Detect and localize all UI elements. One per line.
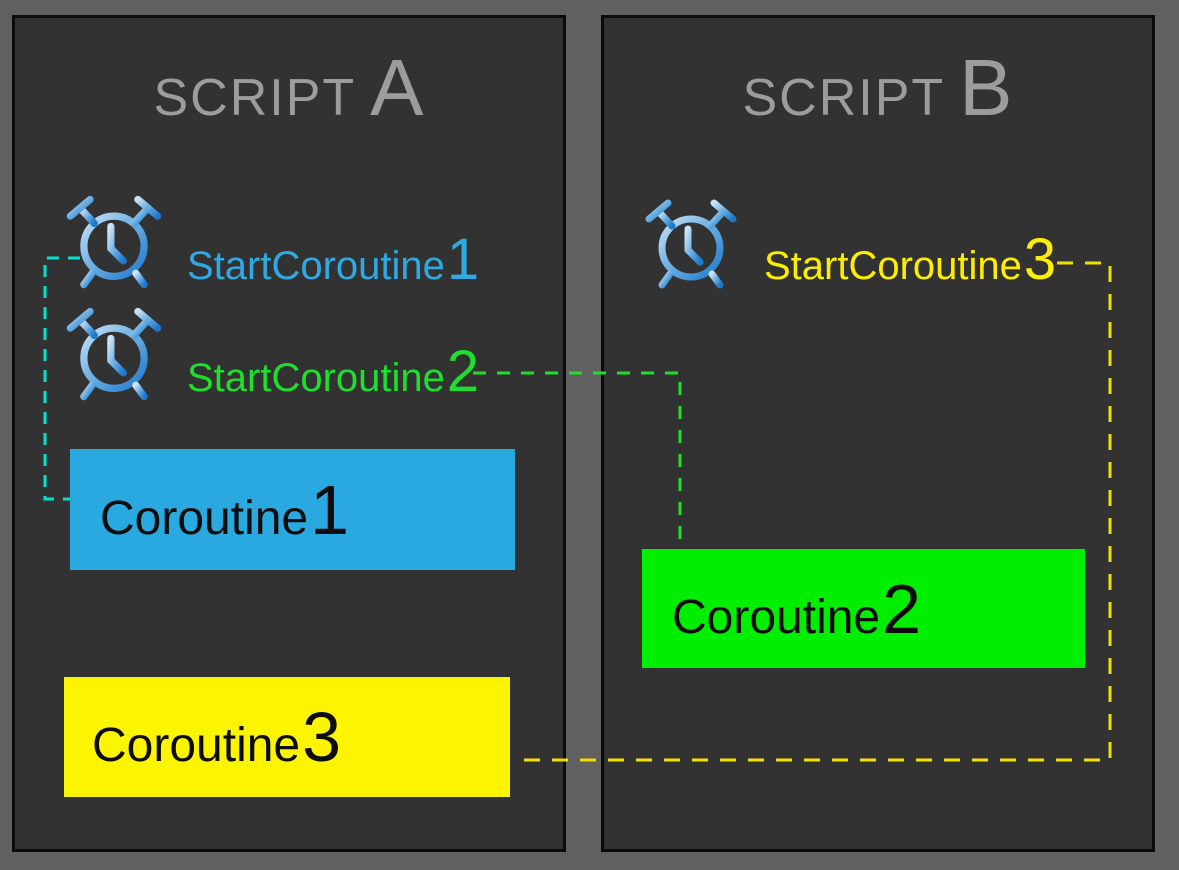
coroutine-2-box-number: 2	[882, 569, 922, 648]
start-coroutine-1-number: 1	[446, 227, 480, 292]
start-coroutine-3-text: StartCoroutine	[764, 244, 1022, 288]
coroutine-3-box-number: 3	[302, 698, 342, 776]
alarm-clock-icon	[645, 199, 737, 289]
start-coroutine-2-text: StartCoroutine	[187, 356, 445, 400]
coroutine-3-box-label: Coroutine 3	[92, 702, 341, 772]
alarm-clock-icon	[66, 307, 162, 401]
script-b-title-letter: B	[959, 43, 1013, 132]
script-a-title-word: SCRIPT	[153, 69, 357, 127]
script-a-title-letter: A	[370, 43, 424, 132]
connector-startcoroutine1-to-coroutine1	[43, 256, 80, 501]
coroutine-3-box-text: Coroutine	[92, 719, 301, 772]
connector-startcoroutine2-to-coroutine2	[473, 371, 682, 548]
start-coroutine-2-label: StartCoroutine 2	[187, 340, 479, 404]
coroutine-1-box-number: 1	[310, 470, 350, 549]
start-coroutine-3-number: 3	[1023, 227, 1057, 292]
start-coroutine-1-label: StartCoroutine 1	[187, 228, 479, 292]
coroutine-1-box-label: Coroutine 1	[100, 475, 349, 545]
coroutine-3-box: Coroutine 3	[64, 677, 510, 797]
coroutine-2-box-text: Coroutine	[672, 590, 881, 644]
coroutine-1-box: Coroutine 1	[70, 449, 515, 570]
start-coroutine-2-number: 2	[446, 339, 480, 404]
connector-startcoroutine3-to-coroutine3	[512, 261, 1112, 762]
coroutine-2-box-label: Coroutine 2	[672, 574, 921, 644]
coroutine-2-box: Coroutine 2	[642, 549, 1085, 668]
panel-script-b	[601, 15, 1155, 852]
start-coroutine-1-text: StartCoroutine	[187, 244, 445, 288]
start-coroutine-3-label: StartCoroutine 3	[764, 228, 1056, 292]
script-b-title-word: SCRIPT	[742, 69, 946, 127]
alarm-clock-icon	[66, 195, 162, 289]
coroutine-1-box-text: Coroutine	[100, 491, 309, 545]
